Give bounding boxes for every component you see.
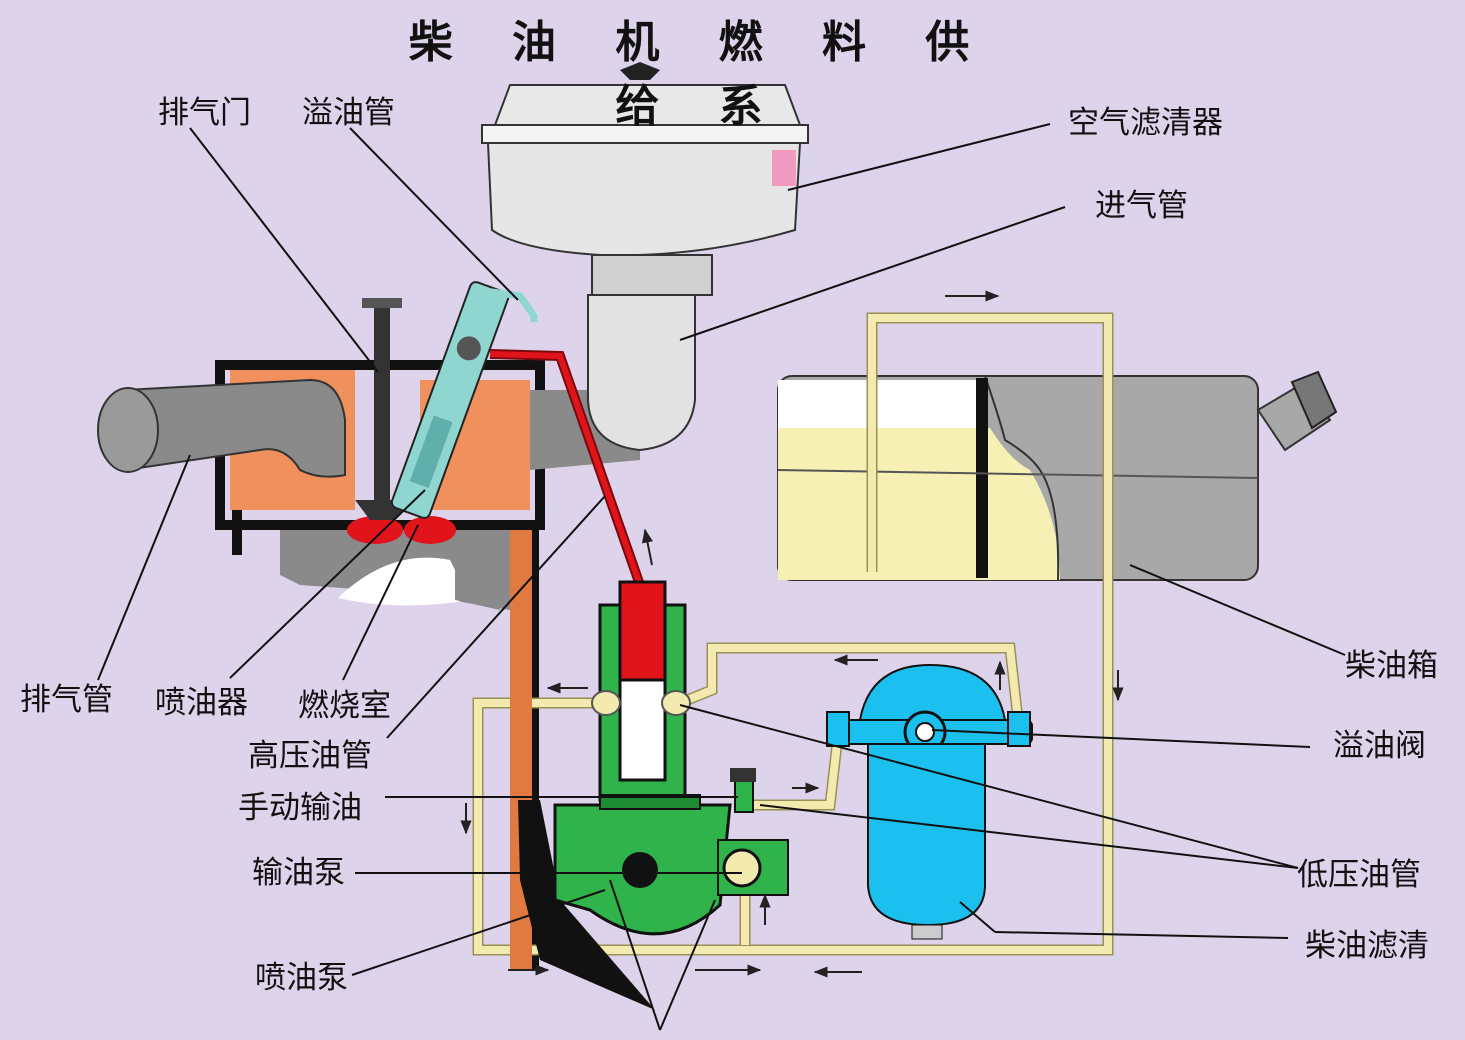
label-transfer-pump: 输油泵: [252, 855, 345, 891]
label-fuel-tank: 柴油箱: [1345, 648, 1438, 684]
label-hand-pump: 手动输油: [238, 790, 362, 826]
label-combustion-chamber: 燃烧室: [298, 688, 391, 724]
intake-pipe: [587, 294, 696, 452]
label-exhaust-valve: 排气门: [158, 95, 251, 131]
label-high-pressure-pipe: 高压油管: [248, 738, 372, 774]
flow-arrows: [460, 290, 1124, 978]
overflow-pipe: [477, 286, 538, 322]
leader-lines: [97, 123, 1346, 1031]
label-exhaust-pipe: 排气管: [20, 682, 113, 718]
label-air-filter: 空气滤清器: [1068, 105, 1223, 141]
injection-pump: [510, 530, 732, 1010]
diagram-title: 柴 油 机 燃 料 供 给 系: [408, 17, 992, 132]
label-injector: 喷油器: [155, 685, 248, 721]
label-low-pressure-pipe: 低压油管: [1297, 857, 1421, 893]
label-intake-pipe: 进气管: [1095, 188, 1188, 224]
fuel-filter: [826, 663, 1033, 940]
piston-crown: [338, 557, 470, 606]
hand-pump: [717, 768, 789, 896]
label-injection-pump: 喷油泵: [255, 960, 348, 996]
label-overflow-valve: 溢油阀: [1333, 728, 1426, 764]
label-fuel-filter: 柴油滤清: [1305, 928, 1429, 964]
injector: [390, 281, 510, 519]
fuel-tank: [777, 370, 1338, 581]
combustion-chamber-flame: [347, 516, 403, 544]
label-overflow-pipe: 溢油管: [302, 95, 395, 131]
exhaust-pipe: [97, 378, 346, 478]
air-filter: [481, 62, 809, 452]
low-pressure-fuel-lines: [472, 312, 1114, 956]
